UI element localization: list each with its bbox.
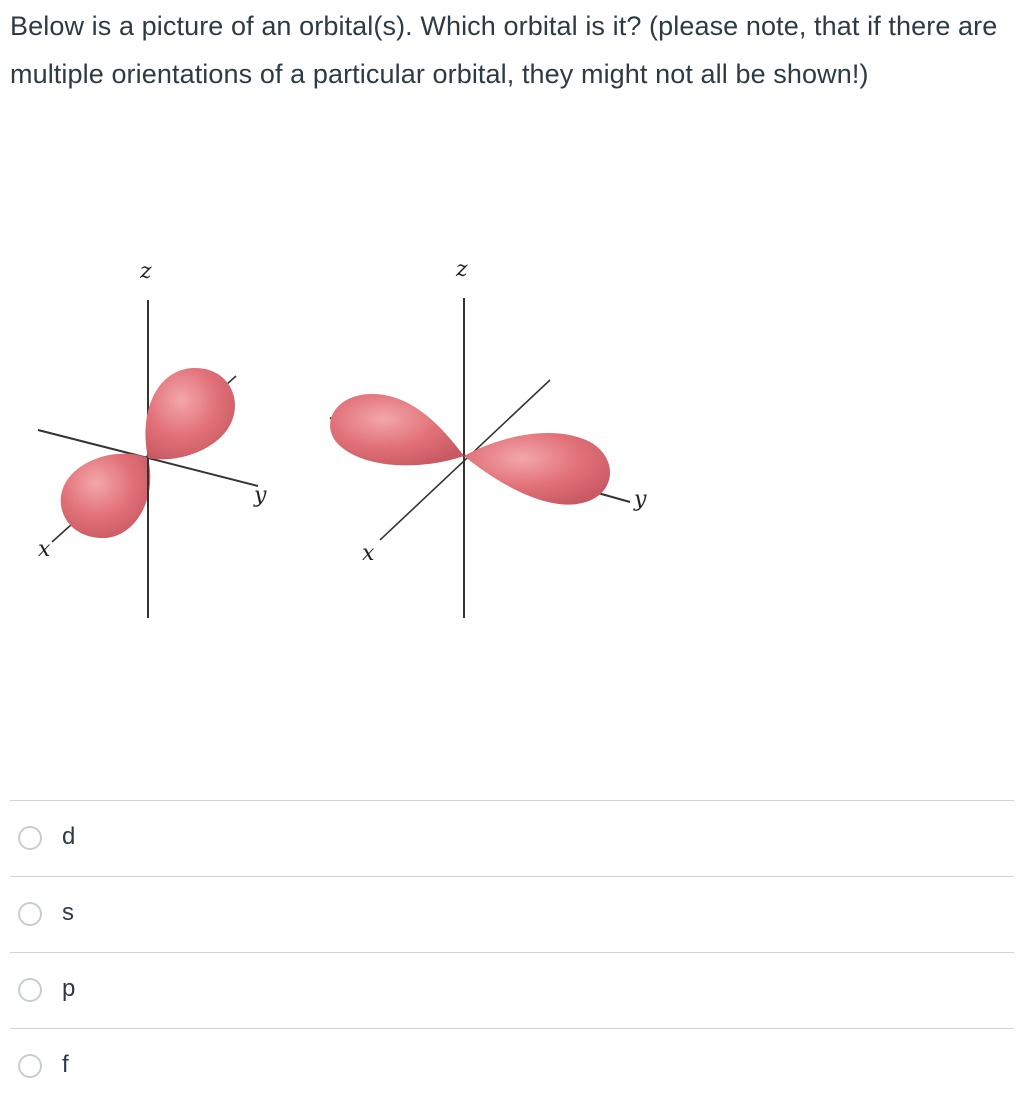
answer-label: p <box>62 975 76 1002</box>
answer-option-f[interactable]: f <box>10 1028 1014 1104</box>
answer-list: d s p f <box>10 800 1014 1104</box>
right-z-label: z <box>455 257 468 282</box>
left-z-label: z <box>139 259 152 284</box>
left-lower-lobe <box>60 453 151 539</box>
radio-button[interactable] <box>18 826 42 850</box>
left-y-label: y <box>253 483 267 508</box>
radio-button[interactable] <box>18 902 42 926</box>
left-x-label: x <box>38 537 51 562</box>
right-orbital-diagram: z y x <box>329 257 647 618</box>
orbital-figure: z y x z y x <box>30 240 670 640</box>
radio-button[interactable] <box>18 978 42 1002</box>
right-right-lobe <box>464 432 610 505</box>
right-y-label: y <box>633 487 647 512</box>
answer-label: d <box>62 823 76 850</box>
left-upper-lobe <box>145 368 235 460</box>
orbital-diagram-svg: z y x z y x <box>37 257 647 618</box>
question-text: Below is a picture of an orbital(s). Whi… <box>10 11 998 89</box>
right-x-label: x <box>362 541 375 566</box>
answer-label: s <box>62 899 74 926</box>
left-orbital-diagram: z y x <box>37 259 267 618</box>
right-x-axis <box>379 379 551 541</box>
answer-option-d[interactable]: d <box>10 800 1014 876</box>
right-left-lobe <box>330 394 464 466</box>
radio-button[interactable] <box>18 1054 42 1078</box>
answer-label: f <box>62 1051 69 1078</box>
answer-option-p[interactable]: p <box>10 952 1014 1028</box>
answer-option-s[interactable]: s <box>10 876 1014 952</box>
